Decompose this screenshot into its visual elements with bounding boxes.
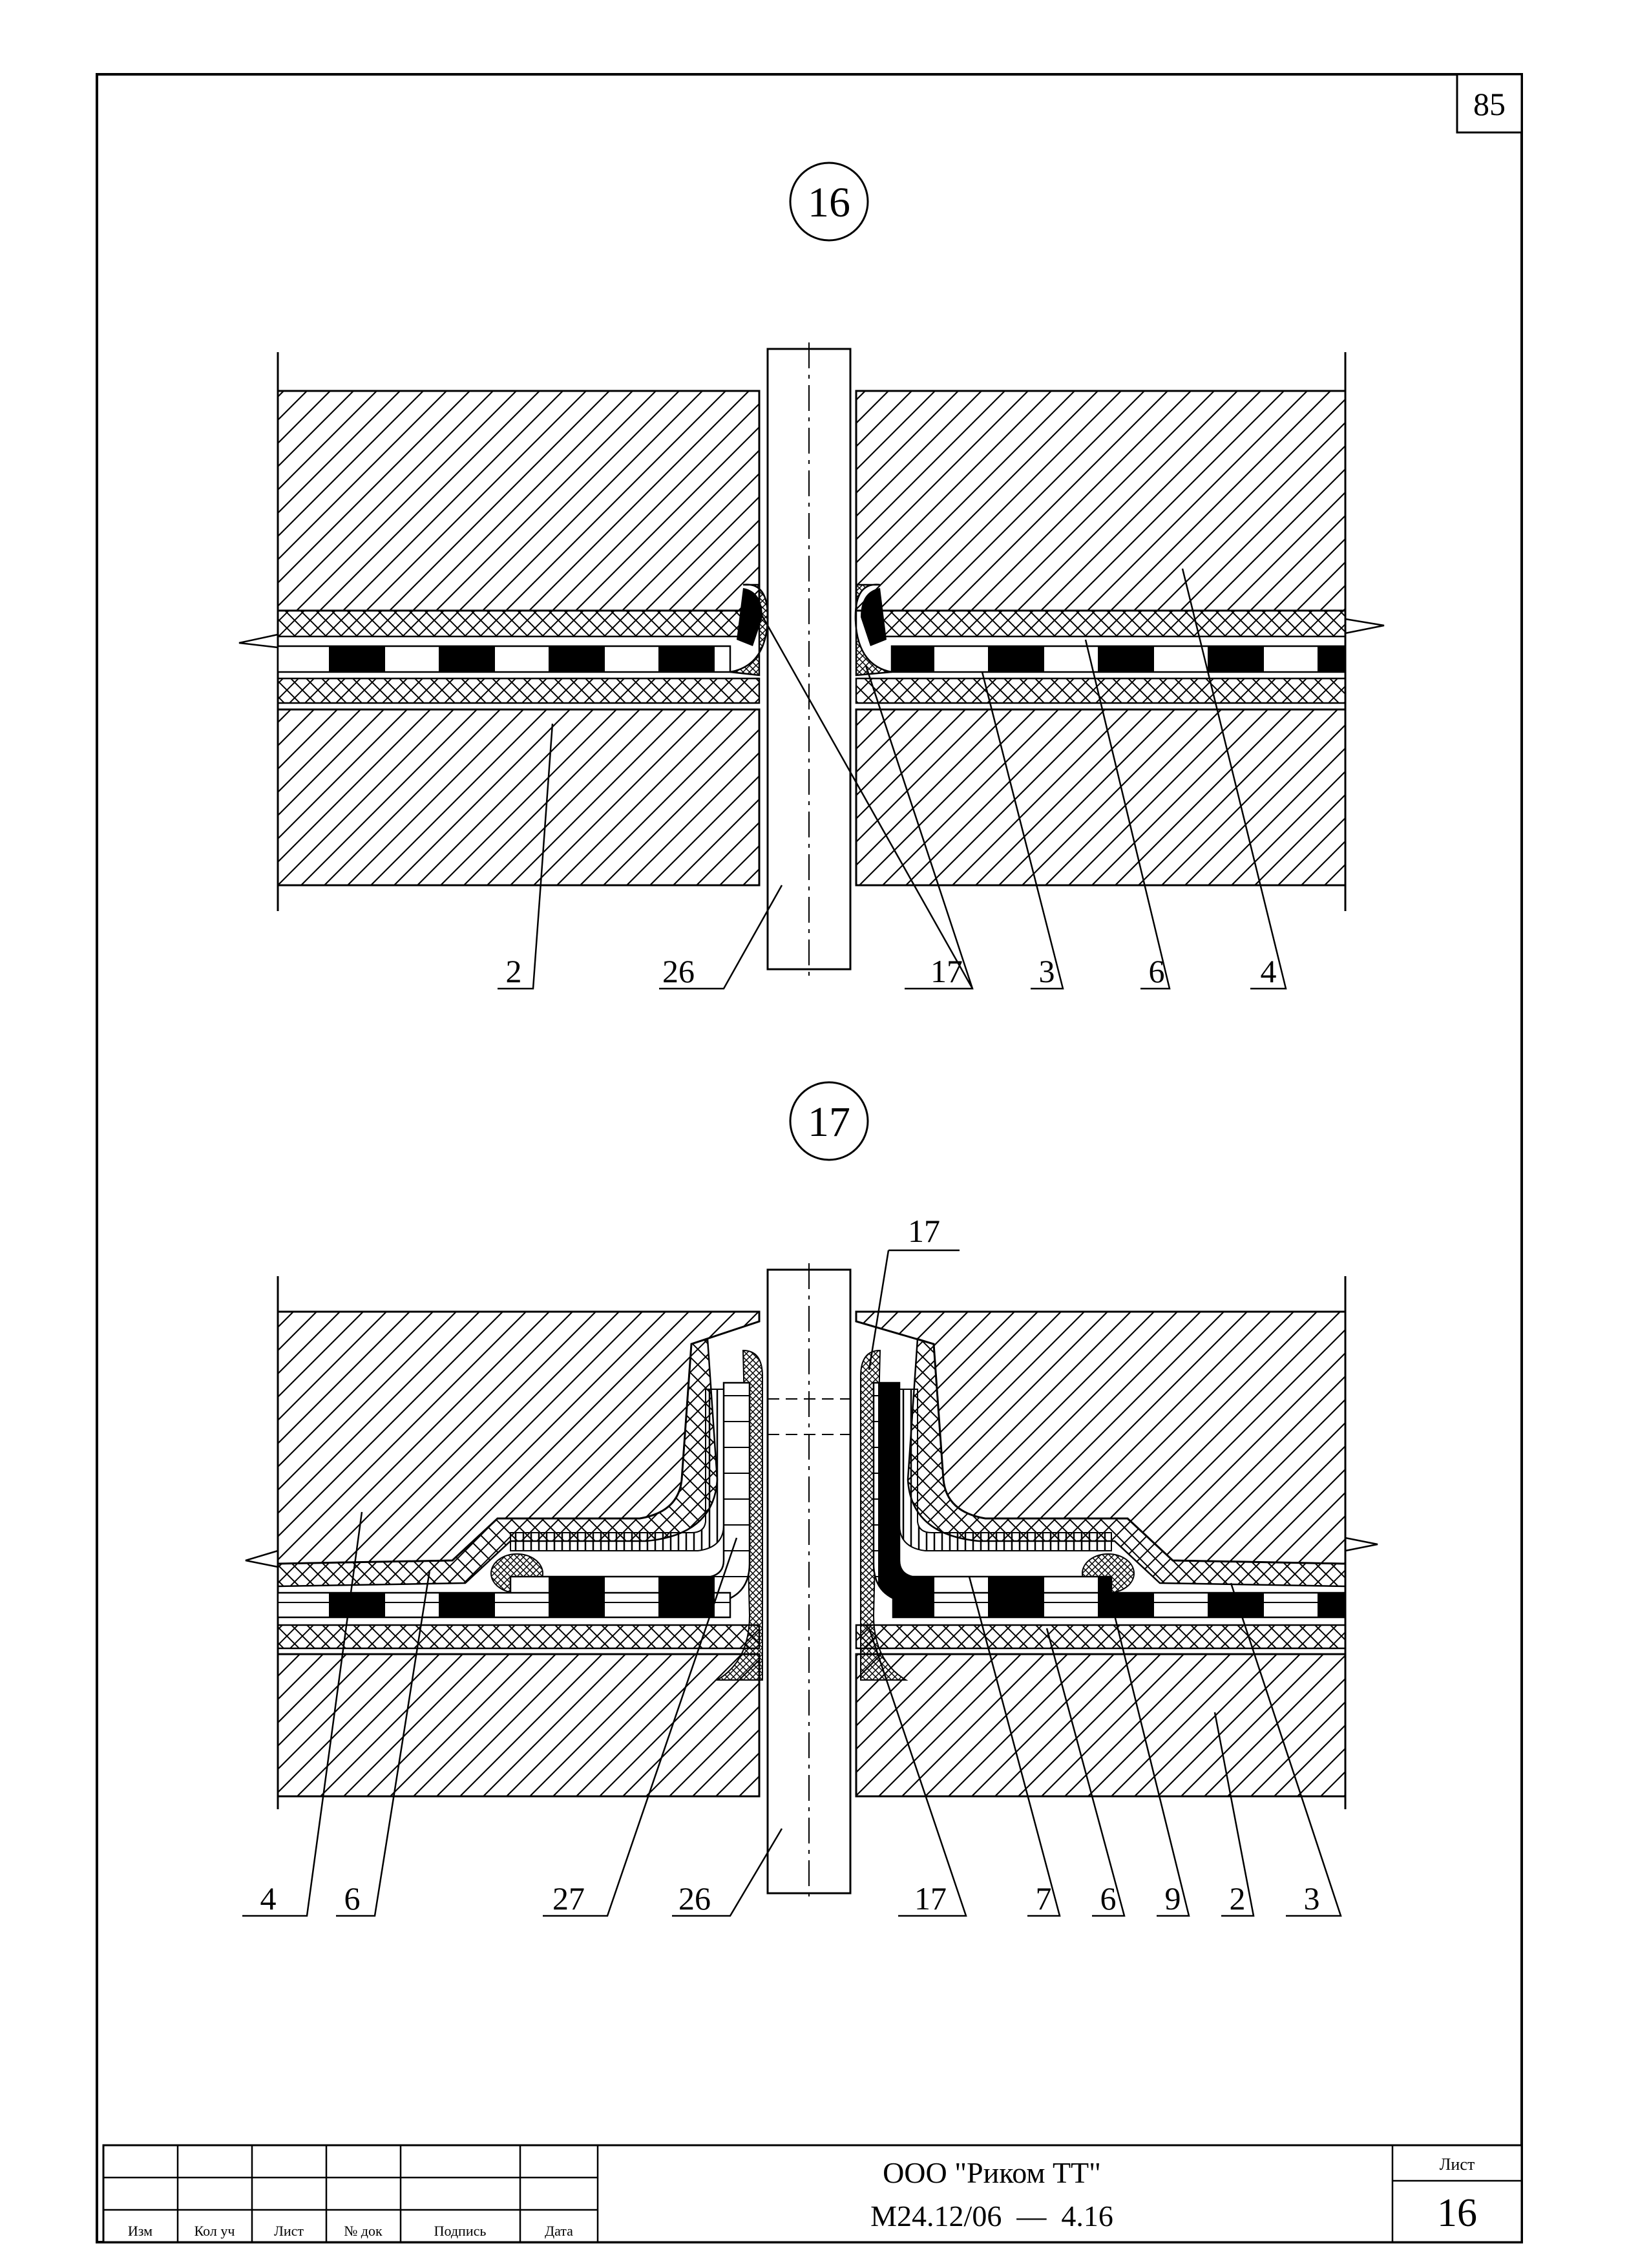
lower-slab-right-17 [855,1653,1347,1798]
label-26-17: 26 [678,1880,711,1916]
col-num-dok: № док [344,2223,383,2239]
title-block: Изм Кол уч Лист № док Подпись Дата ООО "… [102,2144,1523,2243]
upper-slab-left [277,390,761,612]
label-2: 2 [506,953,522,989]
label-3: 3 [1039,953,1055,989]
membrane-left [277,645,731,673]
company-name: ООО "Риком ТТ" [883,2156,1101,2189]
detail-17-title-circle [789,1081,869,1161]
label-3-17: 3 [1304,1880,1320,1916]
label-7: 7 [1036,1880,1052,1916]
membrane-right [890,645,1347,673]
lower-slab-left [277,708,761,887]
detail-17: 17 [242,1081,1378,1917]
col-podpis: Подпись [434,2223,487,2239]
detail-16: 16 [238,162,1385,990]
detail-16-title-circle [789,162,869,242]
page-number: 85 [1473,86,1506,122]
lower-slab-left-17 [277,1653,761,1798]
document-code: М24.12/06 — 4.16 [870,2200,1113,2232]
label-27: 27 [552,1880,585,1916]
lower-slab-right [855,708,1347,887]
col-izm: Изм [128,2223,152,2239]
label-6: 6 [1149,953,1165,989]
label-17-top: 17 [908,1213,940,1249]
page-number-box: 85 [1456,73,1523,134]
label-17: 17 [930,953,963,989]
col-kol-uch: Кол уч [194,2223,235,2239]
label-9: 9 [1165,1880,1181,1916]
label-26: 26 [662,953,695,989]
sheet-number: 16 [1437,2191,1477,2235]
label-2-17: 2 [1230,1880,1246,1916]
upper-slab-right [855,390,1347,612]
sheet-label: Лист [1440,2155,1475,2174]
label-17-bottom: 17 [914,1880,947,1916]
label-4: 4 [1261,953,1277,989]
col-data: Дата [545,2223,573,2239]
label-6-17: 6 [344,1880,361,1916]
label-4-17: 4 [260,1880,277,1916]
detail-17-title: 17 [808,1098,850,1146]
label-6-17b: 6 [1100,1880,1117,1916]
col-list: Лист [274,2223,304,2239]
detail-16-title: 16 [808,179,850,226]
